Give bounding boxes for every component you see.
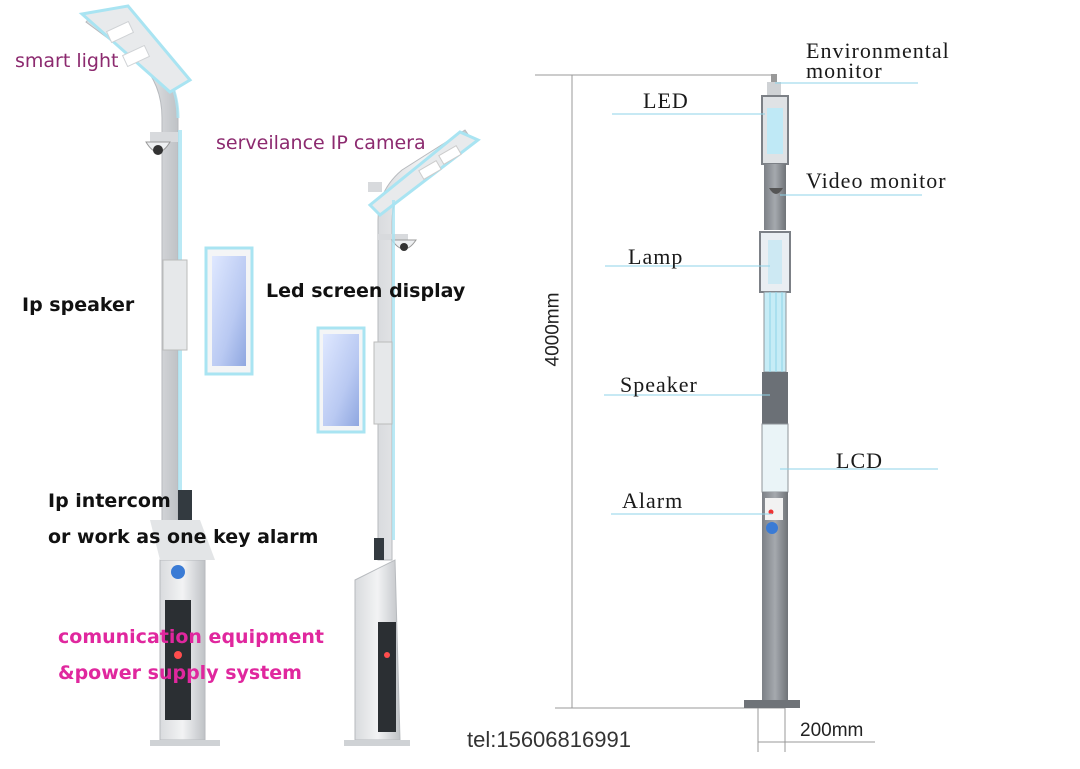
label-lcd: LCD	[836, 448, 883, 473]
label-comm-line1: comunication equipment	[58, 626, 324, 648]
label-ip-speaker: Ip speaker	[22, 294, 135, 316]
ip-camera-icon	[145, 132, 178, 155]
label-intercom-line2: or work as one key alarm	[48, 526, 319, 548]
leader-lines	[604, 82, 938, 515]
power-cabinet-door	[165, 600, 191, 720]
pole-one	[78, 4, 254, 746]
ip-speaker-box	[162, 259, 188, 351]
pole-two	[316, 129, 481, 746]
label-comm-line2: &power supply system	[58, 662, 302, 684]
label-speaker: Speaker	[620, 372, 698, 397]
label-smart-light: smart light	[15, 50, 119, 72]
label-alarm: Alarm	[622, 488, 684, 513]
label-led-screen: Led screen display	[266, 280, 466, 302]
label-intercom-line1: Ip intercom	[48, 490, 171, 512]
dimension-width: 200mm	[800, 720, 864, 741]
contact-telephone: tel:15606816991	[467, 727, 631, 752]
label-environmental-monitor: monitor	[806, 58, 883, 83]
label-led: LED	[643, 88, 689, 113]
dimension-height: 4000mm	[542, 292, 564, 367]
label-lamp: Lamp	[628, 244, 684, 269]
label-environmental: Environmental	[806, 38, 950, 63]
label-video-monitor: Video monitor	[806, 168, 947, 193]
label-ip-camera: serveilance IP camera	[216, 132, 426, 154]
pole-three	[535, 74, 938, 752]
